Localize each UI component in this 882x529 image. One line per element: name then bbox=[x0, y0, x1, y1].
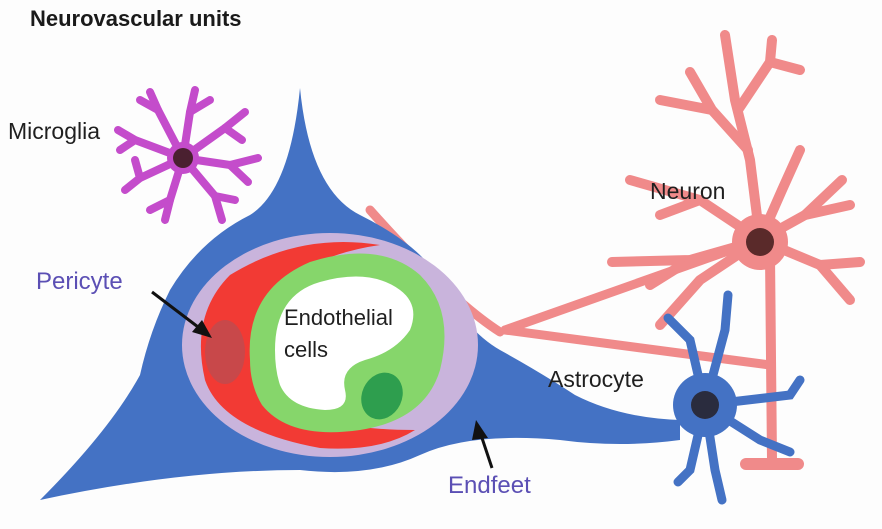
neuron-cell bbox=[365, 30, 865, 470]
endfeet-arrow bbox=[472, 420, 494, 469]
endothelial-label-line2: cells bbox=[284, 337, 329, 362]
astrocyte-body bbox=[663, 290, 805, 505]
pericyte-cell bbox=[200, 241, 415, 449]
neuron-label: Neuron bbox=[650, 178, 726, 204]
endothelial-nucleus bbox=[361, 372, 403, 420]
astrocyte-label: Astrocyte bbox=[548, 366, 644, 392]
diagram-title: Neurovascular units bbox=[30, 6, 242, 31]
endfeet-label: Endfeet bbox=[448, 472, 531, 499]
blood-vessel bbox=[182, 233, 478, 457]
microglia-cell bbox=[114, 86, 262, 224]
pericyte-label: Pericyte bbox=[36, 268, 123, 295]
pericyte-nucleus bbox=[205, 320, 245, 384]
vessel-lumen bbox=[275, 276, 414, 410]
endothelial-label-line1: Endothelial bbox=[284, 305, 393, 330]
microglia-label: Microglia bbox=[8, 118, 101, 144]
pericyte-arrow bbox=[151, 290, 212, 338]
